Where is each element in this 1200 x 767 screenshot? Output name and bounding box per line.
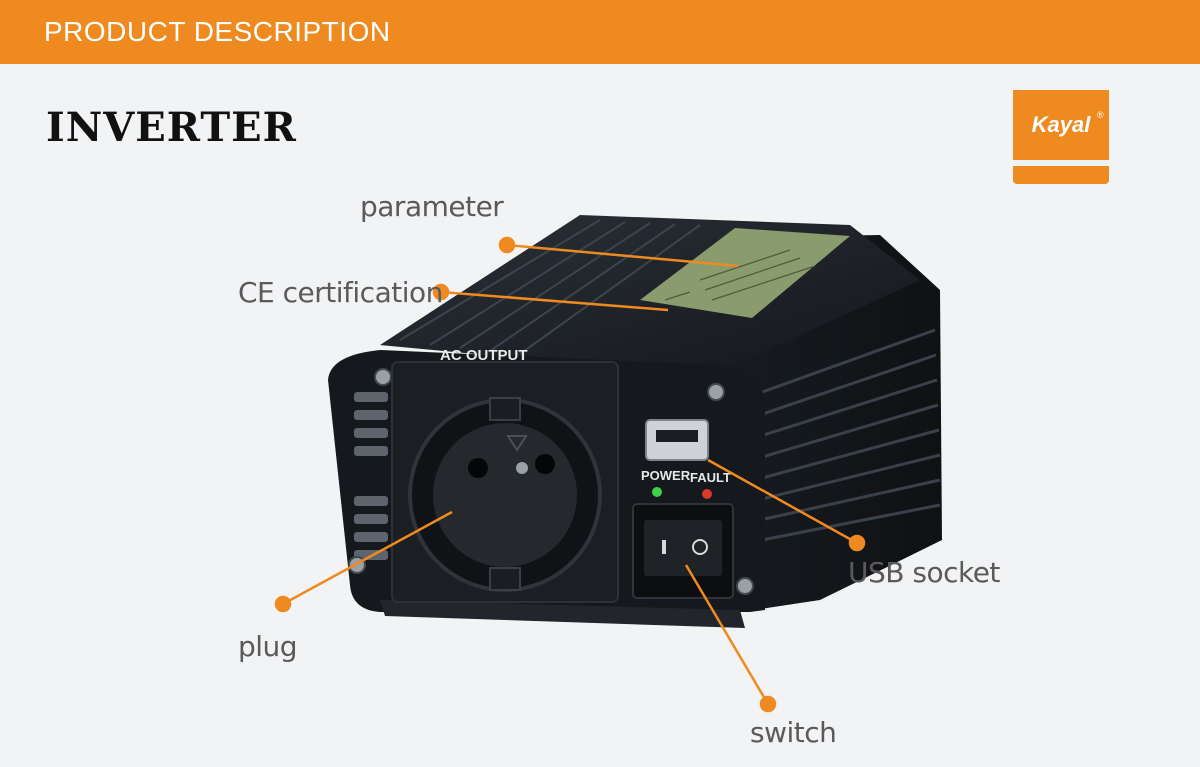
ac-output-text: AC OUTPUT xyxy=(440,347,528,364)
callout-line-ce xyxy=(440,290,669,312)
callout-switch: switch xyxy=(750,716,837,749)
callout-dot-plug xyxy=(274,595,292,613)
callout-dot-switch xyxy=(759,695,777,713)
parameter-label-sticker xyxy=(640,228,850,318)
brand-logo: Kayal ® xyxy=(1013,90,1109,184)
callout-lines xyxy=(274,236,866,713)
rocker-switch xyxy=(644,520,722,576)
heat-fins xyxy=(739,328,941,542)
callout-ce-certification: CE certification xyxy=(238,276,443,309)
switch-on-mark xyxy=(662,540,666,554)
fault-indicator-label: FAULT xyxy=(690,470,731,485)
callout-plug: plug xyxy=(238,630,298,663)
power-indicator-label: POWER xyxy=(641,468,691,483)
callout-dot-parameter xyxy=(498,236,516,254)
logo-text: Kayal xyxy=(1031,112,1091,137)
banner-title: PRODUCT DESCRIPTION xyxy=(44,16,391,47)
vent-slots xyxy=(354,392,388,560)
fault-led xyxy=(702,489,712,499)
header-banner: PRODUCT DESCRIPTION xyxy=(0,0,1200,64)
page-title: INVERTER xyxy=(46,104,297,151)
logo-bar xyxy=(1013,166,1109,184)
logo-badge: Kayal ® xyxy=(1013,90,1109,160)
callout-line-parameter xyxy=(506,243,739,268)
inverter-body: AC OUTPUT POWER FAULT xyxy=(328,215,942,628)
switch-off-mark xyxy=(692,539,708,555)
sticker-text-lines xyxy=(664,249,816,301)
callout-dot-usb xyxy=(848,534,866,552)
callout-usb-socket: USB socket xyxy=(848,556,1000,589)
callout-line-switch xyxy=(684,564,770,705)
logo-registered-mark: ® xyxy=(1097,110,1104,120)
callout-line-plug xyxy=(282,510,453,606)
callout-line-usb xyxy=(707,458,858,545)
callout-parameter: parameter xyxy=(360,190,504,223)
top-ridges xyxy=(399,219,701,355)
callout-dot-ce xyxy=(432,283,450,301)
power-led xyxy=(652,487,662,497)
